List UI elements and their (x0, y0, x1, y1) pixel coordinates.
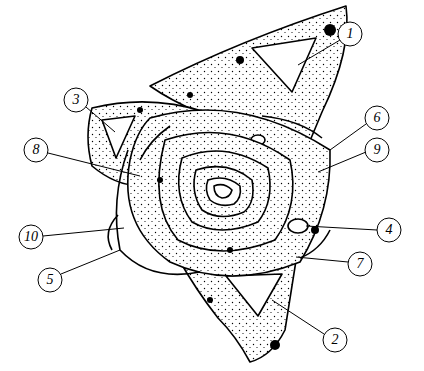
callout-number: 8 (25, 139, 47, 161)
callout-number: 2 (324, 329, 346, 351)
callout-number: 10 (20, 226, 42, 248)
callout-number: 5 (39, 269, 61, 291)
callout-number: 9 (366, 139, 388, 161)
callout-number: 3 (65, 89, 87, 111)
callout-number: 7 (349, 253, 371, 275)
leader-lines (19, 22, 401, 352)
callout-number: 1 (339, 23, 361, 45)
callout-number: 6 (366, 107, 388, 129)
callout-number: 4 (378, 219, 400, 241)
